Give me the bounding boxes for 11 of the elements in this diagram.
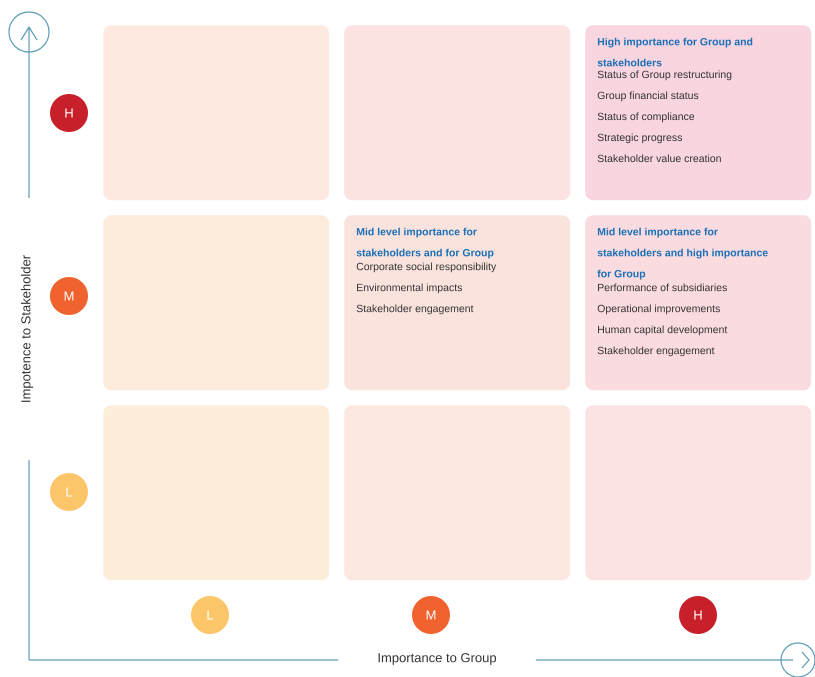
matrix-cell: Mid level importance for stakeholders and high importance for Group Performance of subsidiaries Operational improvements Human capital development Stakeholder engagement <box>585 215 812 390</box>
matrix-cell: High importance for Group and stakeholders Status of Group restructuring Group financial status Status of compliance Strategic progress Stakeholder value creation <box>585 25 812 200</box>
axis-label: Impotence to Stakeholder <box>20 255 34 402</box>
empty-cell <box>103 25 330 200</box>
empty-cell <box>103 215 330 390</box>
empty-cell <box>344 25 570 200</box>
empty-cell <box>344 405 570 580</box>
axis-label: Importance to Group <box>378 653 496 665</box>
matrix-cell: Mid level importance for stakeholders and for Group Corporate social responsibility Environmental impacts Stakeholder engagement <box>344 215 570 390</box>
empty-cell <box>103 405 330 580</box>
empty-cell <box>585 405 812 580</box>
